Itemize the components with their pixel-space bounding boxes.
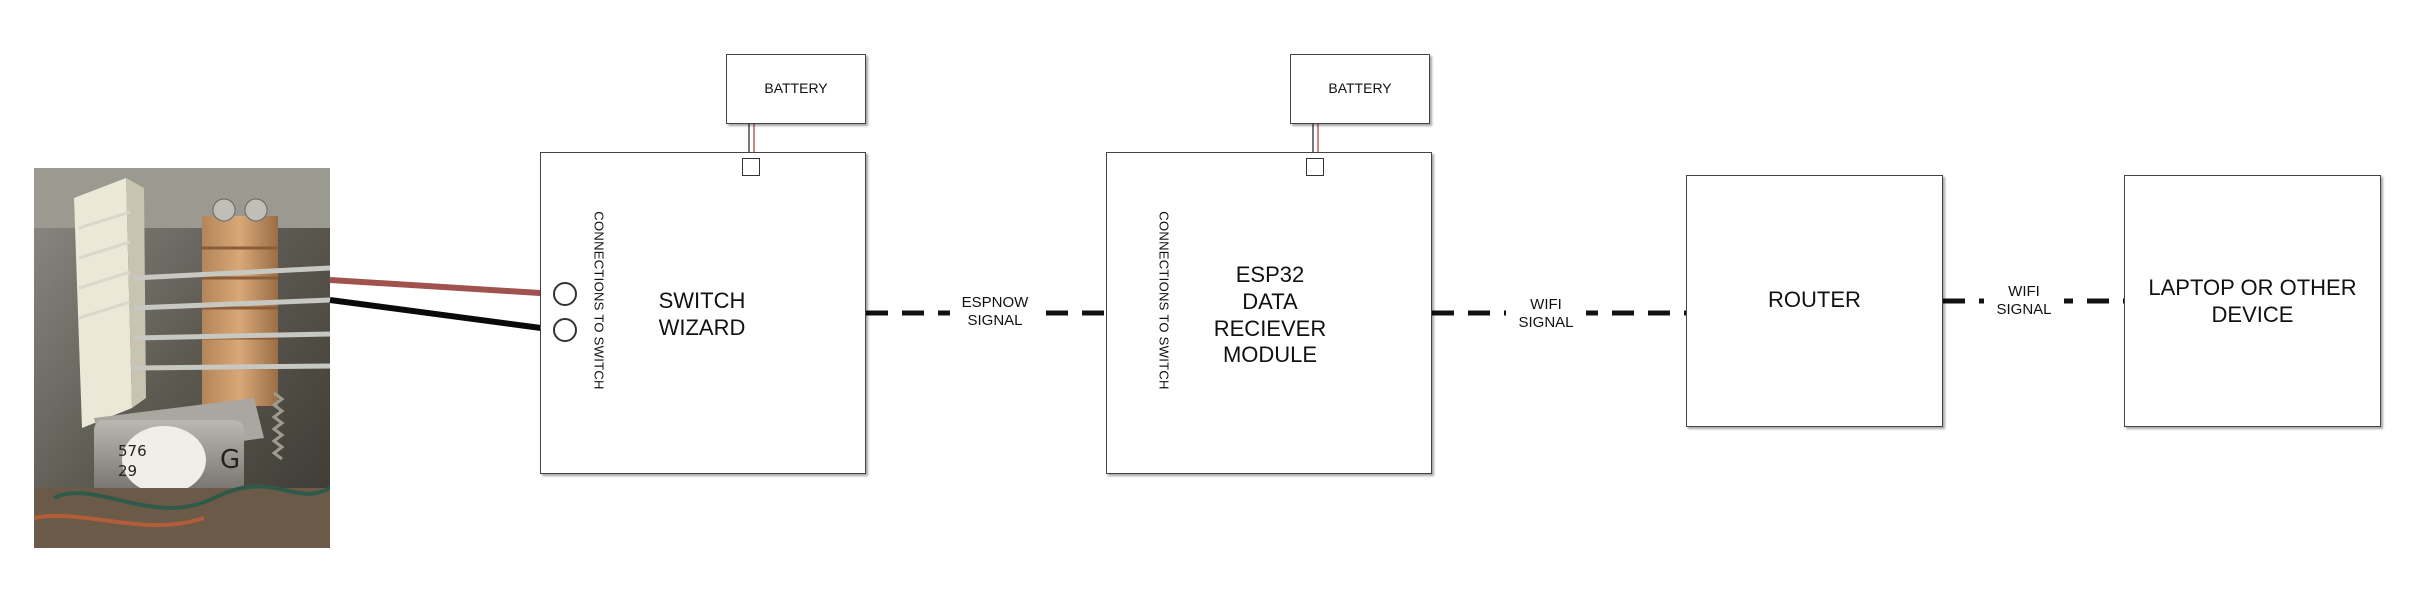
router-box: [1686, 175, 1943, 427]
espnow-line-1: ESPNOW: [961, 294, 1029, 311]
wifi-signal-label-1: WIFI SIGNAL: [1506, 294, 1586, 334]
laptop-line-1: LAPTOP OR OTHER: [2148, 275, 2357, 300]
router-label: ROUTER: [1768, 287, 1861, 312]
receiver-line-2: DATA: [1242, 288, 1298, 314]
switch-terminal-red: [553, 282, 577, 306]
battery-label-2: BATTERY: [1328, 80, 1392, 96]
battery-box-1: [726, 54, 866, 124]
svg-text:576: 576: [118, 442, 147, 460]
switch-wizard-line-2: WIZARD: [658, 314, 746, 340]
wifi-1-line-1: WIFI: [1530, 296, 1562, 313]
battery-terminal-2: [1306, 158, 1324, 176]
laptop-box: [2124, 175, 2381, 427]
receiver-line-4: MODULE: [1222, 342, 1318, 368]
battery-box-2: [1290, 54, 1430, 124]
switch-wizard-box: [540, 152, 866, 474]
wifi-1-line-2: SIGNAL: [1518, 314, 1574, 331]
wifi-2-line-2: SIGNAL: [1996, 301, 2052, 318]
receiver-line-1: ESP32: [1235, 262, 1305, 287]
relay-switch-photo: 576 29 G: [34, 168, 330, 548]
switch-wizard-line-1: SWITCH: [658, 288, 746, 313]
switch-wizard-label: SWITCH WIZARD: [620, 288, 784, 342]
connections-to-switch-label-1: CONNECTIONS TO SWITCH: [591, 211, 607, 390]
svg-text:29: 29: [118, 462, 137, 480]
switch-terminal-black: [553, 318, 577, 342]
wifi-signal-label-2: WIFI SIGNAL: [1984, 281, 2064, 321]
wifi-2-line-1: WIFI: [2008, 283, 2040, 300]
red-wire: [329, 277, 557, 297]
battery-terminal-1: [742, 158, 760, 176]
battery-label-1: BATTERY: [764, 80, 828, 96]
receiver-line-3: RECIEVER: [1213, 315, 1327, 341]
espnow-line-2: SIGNAL: [967, 312, 1023, 329]
black-wire: [329, 297, 557, 333]
receiver-module-label: ESP32 DATA RECIEVER MODULE: [1180, 262, 1360, 369]
espnow-signal-label: ESPNOW SIGNAL: [950, 292, 1040, 332]
laptop-label: LAPTOP OR OTHER DEVICE: [2124, 275, 2381, 329]
connections-to-switch-label-2: CONNECTIONS TO SWITCH: [1156, 211, 1172, 390]
svg-text:G: G: [220, 445, 240, 475]
laptop-line-2: DEVICE: [2211, 301, 2294, 327]
receiver-module-box: [1106, 152, 1432, 474]
